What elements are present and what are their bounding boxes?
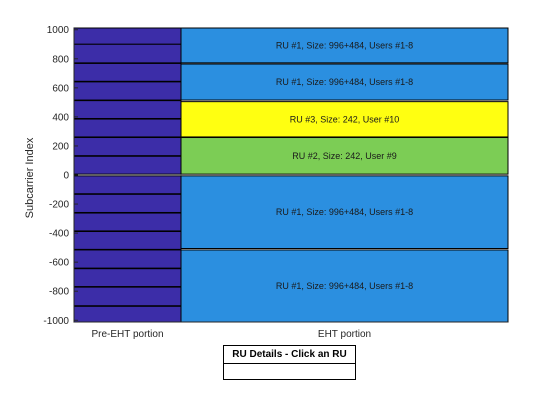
y-tick-label-3: 400 bbox=[52, 112, 69, 123]
pre-eht-block-6[interactable] bbox=[73, 137, 182, 157]
y-tick-label-4: 200 bbox=[52, 141, 69, 152]
eht-ru-block-3[interactable] bbox=[180, 137, 509, 175]
pre-eht-block-1[interactable] bbox=[73, 43, 182, 64]
eht-ru-label-4: RU #1, Size: 996+484, Users #1-8 bbox=[276, 207, 413, 217]
eht-ru-label-5: RU #1, Size: 996+484, Users #1-8 bbox=[276, 281, 413, 291]
ru-details-content bbox=[224, 364, 355, 380]
pre-eht-block-14[interactable] bbox=[73, 286, 182, 307]
pre-eht-block-10[interactable] bbox=[73, 212, 182, 232]
eht-ru-block-0[interactable] bbox=[180, 27, 509, 64]
pre-eht-block-11[interactable] bbox=[73, 231, 182, 250]
pre-eht-block-0[interactable] bbox=[73, 27, 182, 45]
pre-eht-block-7[interactable] bbox=[73, 155, 182, 175]
x-tick-label-0: Pre-EHT portion bbox=[91, 329, 163, 340]
eht-ru-label-1: RU #1, Size: 996+484, Users #1-8 bbox=[276, 77, 413, 87]
ru-details-title: RU Details - Click an RU bbox=[224, 346, 355, 364]
eht-ru-block-4[interactable] bbox=[180, 175, 509, 249]
ru-details-panel[interactable]: RU Details - Click an RU bbox=[223, 345, 356, 380]
pre-eht-block-5[interactable] bbox=[73, 118, 182, 138]
eht-ru-block-5[interactable] bbox=[180, 249, 509, 323]
pre-eht-block-9[interactable] bbox=[73, 193, 182, 213]
eht-ru-label-3: RU #2, Size: 242, User #9 bbox=[292, 151, 397, 161]
y-tick-label-1: 800 bbox=[52, 54, 69, 65]
pre-eht-block-4[interactable] bbox=[73, 100, 182, 119]
pre-eht-block-8[interactable] bbox=[73, 175, 182, 195]
y-tick-label-0: 1000 bbox=[47, 25, 70, 36]
pre-eht-block-3[interactable] bbox=[73, 81, 182, 101]
y-tick-label-6: -200 bbox=[49, 200, 69, 211]
pre-eht-block-13[interactable] bbox=[73, 268, 182, 288]
y-tick-label-2: 600 bbox=[52, 83, 69, 94]
eht-ru-label-0: RU #1, Size: 996+484, Users #1-8 bbox=[276, 40, 413, 50]
pre-eht-block-2[interactable] bbox=[73, 62, 182, 82]
eht-ru-block-2[interactable] bbox=[180, 101, 509, 138]
eht-ru-block-1[interactable] bbox=[180, 63, 509, 101]
y-tick-label-9: -800 bbox=[49, 287, 69, 298]
y-tick-label-7: -400 bbox=[49, 229, 69, 240]
y-tick-label-10: -1000 bbox=[43, 316, 69, 327]
x-tick-label-1: EHT portion bbox=[318, 329, 371, 340]
axes: 1000 800 600 400 200 0 -200 -400 -600 -800 -1000Pr… bbox=[43, 25, 508, 340]
y-tick-label-5: 0 bbox=[63, 171, 69, 182]
eht-ru-label-2: RU #3, Size: 242, User #10 bbox=[290, 114, 400, 124]
y-tick-label-8: -600 bbox=[49, 258, 69, 269]
pre-eht-block-12[interactable] bbox=[73, 249, 182, 269]
plot-area: RU #1, Size: 996+484, Users #1-8 RU #1, S… bbox=[73, 27, 509, 323]
pre-eht-block-15[interactable] bbox=[73, 305, 182, 323]
y-axis-title: Subcarrier Index bbox=[24, 137, 36, 218]
